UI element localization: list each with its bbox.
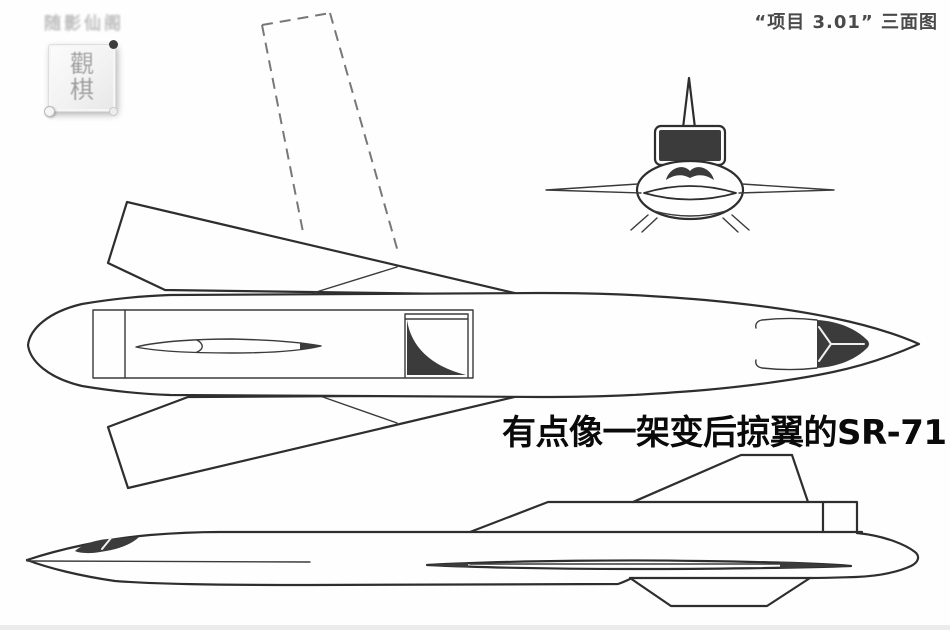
- dorsal-box-dark: [659, 130, 721, 161]
- variable-sweep-wing-dashed-position: [261, 12, 399, 253]
- left-wing-swept: [106, 200, 525, 297]
- canopy-fairing-bottom: [755, 359, 818, 371]
- wing-trailing-dark: [780, 561, 851, 569]
- canopy-frame-lines: [818, 326, 865, 362]
- canopy-front-mustache: [666, 167, 714, 180]
- cockpit-window-side: [75, 537, 139, 554]
- side-top-line: [25, 530, 864, 562]
- side-bottom-line: [25, 558, 634, 587]
- left-wing-glove-line: [312, 266, 398, 294]
- ramp-dark-wedge: [407, 320, 466, 375]
- watermark-seal: 觀 棋: [48, 44, 116, 112]
- weapons-bay-rectangle: [92, 309, 474, 379]
- spindle-seam: [196, 339, 203, 353]
- side-view-drawing: [25, 453, 920, 608]
- ventral-pod: [628, 576, 812, 608]
- selection-handle-bottom-left: [44, 106, 55, 117]
- window-frame-line: [101, 537, 112, 550]
- spindle-tip: [300, 343, 321, 350]
- seal-character-bottom: 棋: [70, 76, 94, 104]
- left-wing-front: [545, 183, 642, 194]
- right-wing-front: [738, 183, 835, 194]
- dashed-wing-trailing-edge: [261, 24, 304, 233]
- front-view-drawing: [545, 76, 835, 233]
- wing-leading-dark: [427, 562, 468, 568]
- dashed-wing-leading-edge: [329, 12, 399, 253]
- intake-lens-front: [643, 185, 737, 201]
- selection-handle-bottom-right: [109, 107, 118, 116]
- aft-bottom-line: [808, 575, 858, 580]
- chine-line: [26, 560, 311, 563]
- selection-handle-top-right: [109, 40, 118, 49]
- inlet-ramp-box: [404, 313, 469, 378]
- ramp-box-lines: [404, 313, 469, 378]
- left-gear-strut: [630, 214, 658, 233]
- canopy-fairing-top: [755, 317, 818, 329]
- vertical-fin-side: [631, 453, 810, 504]
- watermark-text: 随影仙阁: [44, 14, 124, 34]
- lower-body-arc: [653, 210, 727, 217]
- right-gear-strut: [722, 214, 750, 233]
- dashed-wing-tip-chord: [261, 12, 331, 26]
- page-title: “项目 3.01” 三面图: [754, 12, 938, 33]
- right-wing-glove-line: [319, 395, 398, 424]
- seal-character-top: 觀: [70, 50, 94, 79]
- dorsal-hump: [468, 500, 859, 535]
- right-wing-swept: [106, 393, 525, 490]
- caption: 有点像一架变后掠翼的SR-71: [502, 413, 947, 453]
- top-view-drawing: [26, 12, 921, 490]
- tail-cone: [854, 531, 920, 579]
- canopy-plan: [755, 317, 869, 371]
- vertical-fin-front: [681, 76, 697, 130]
